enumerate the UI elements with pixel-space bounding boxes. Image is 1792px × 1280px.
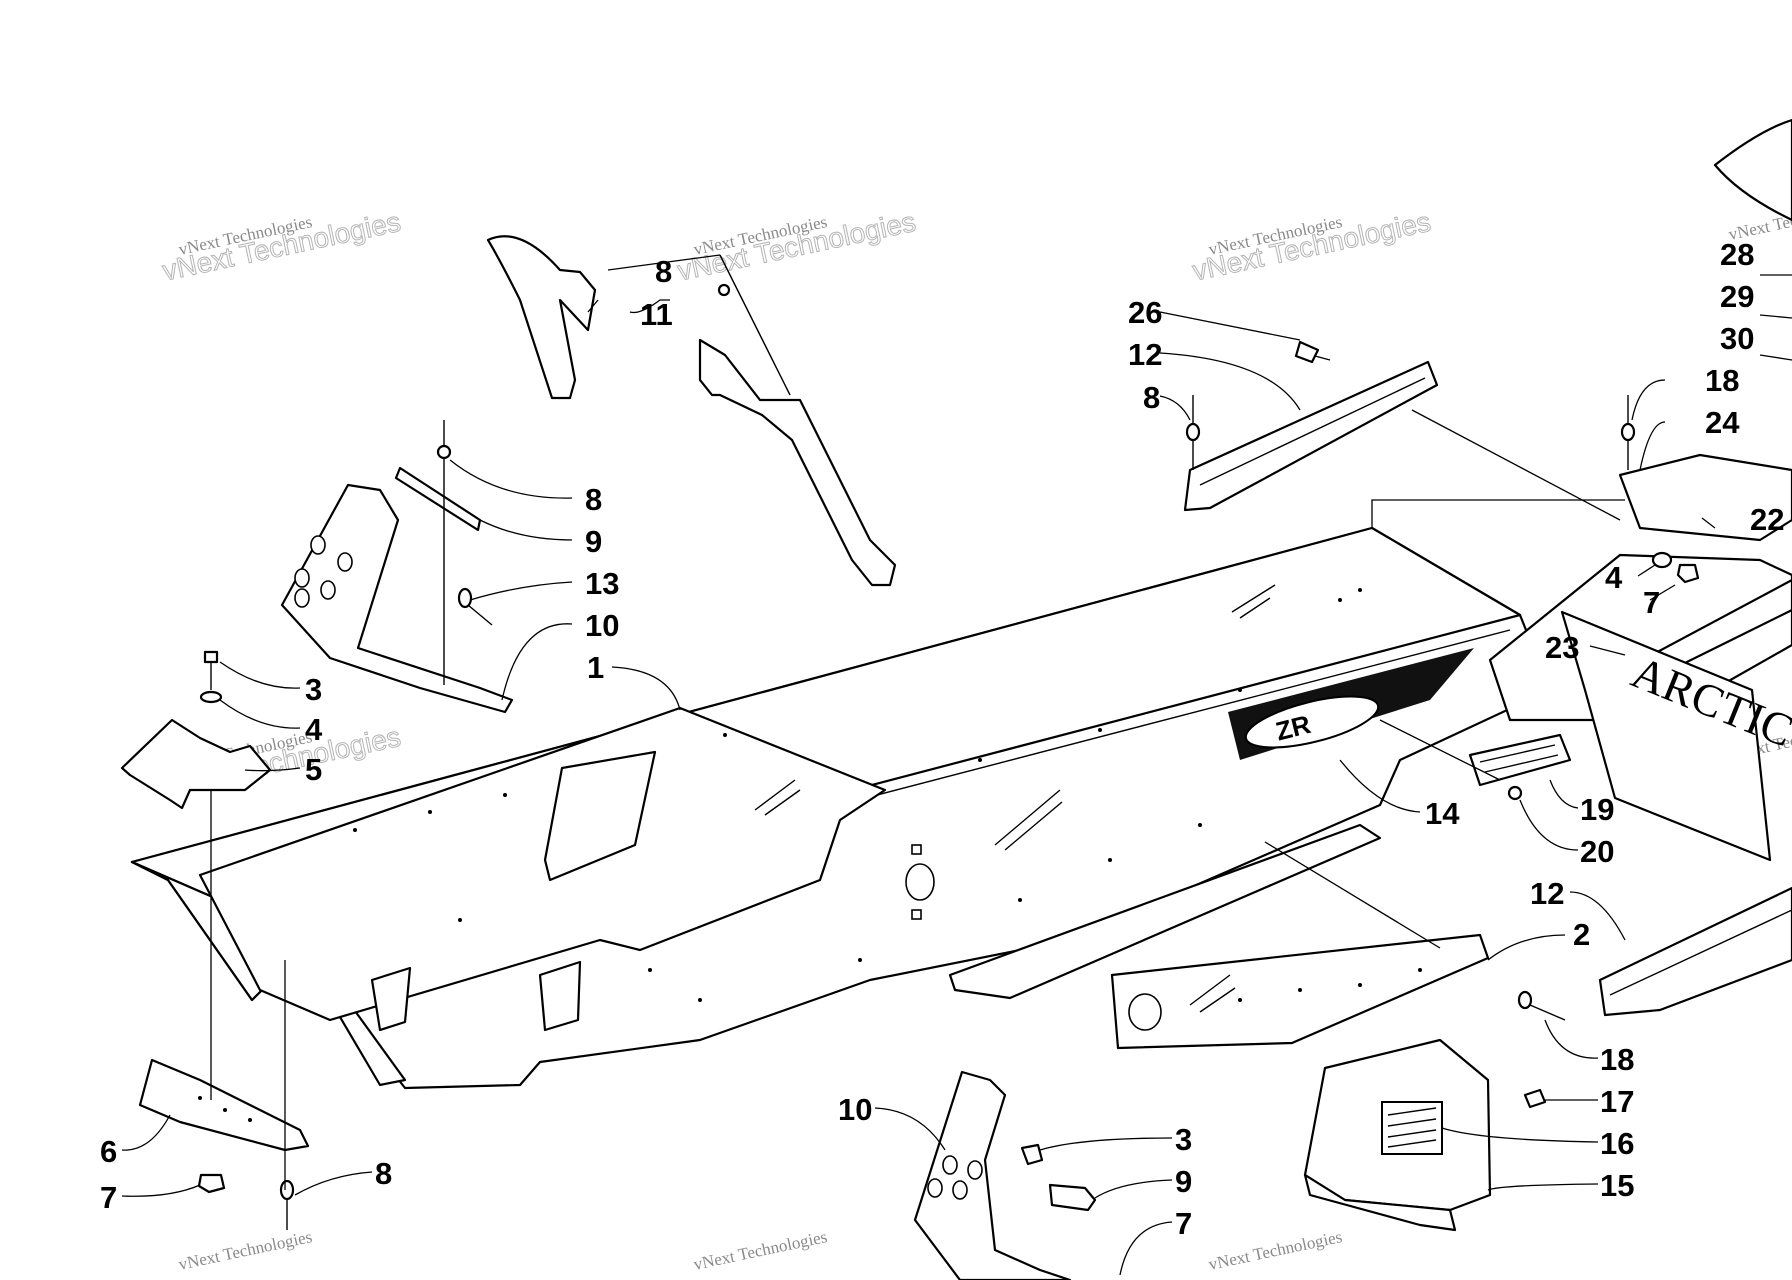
- watermark-top-right: vNext Technologies vNext Technologies: [1189, 205, 1433, 287]
- bumper-bracket-part-5: [120, 718, 272, 810]
- callout-26: 26: [1128, 295, 1162, 330]
- callout-7: 7: [1643, 585, 1660, 620]
- bumper-bracket-part-6: [138, 1058, 310, 1152]
- bolt-part-3-upper: [203, 650, 219, 690]
- callout-24: 24: [1705, 405, 1740, 440]
- callout-labels: 8 11 8 9 13 10 1 3 4 5 6 7 8 26 12 8 28 …: [100, 237, 1784, 1241]
- callout-9: 9: [1175, 1164, 1192, 1199]
- bracket-part-10-upper: [280, 466, 514, 714]
- rivet-part-18-upper: [1620, 395, 1636, 470]
- rivet-part-18-lower: [1517, 990, 1566, 1021]
- tunnel-part-1: [130, 526, 1552, 1090]
- washer-part-4-upper: [199, 690, 223, 704]
- callout-13: 13: [585, 566, 619, 601]
- grab-bar-part-11: [486, 235, 897, 587]
- callout-4: 4: [305, 712, 323, 747]
- decal-part-14: ZR: [1228, 648, 1474, 760]
- rivet-part-8-right: [1185, 395, 1201, 470]
- callout-30: 30: [1720, 321, 1754, 356]
- callout-22: 22: [1750, 502, 1784, 537]
- callout-8: 8: [375, 1156, 392, 1191]
- callout-10: 10: [585, 608, 619, 643]
- callout-6: 6: [100, 1134, 117, 1169]
- callout-3: 3: [305, 672, 322, 707]
- watermark-top-center: vNext Technologies vNext Technologies: [674, 205, 918, 287]
- callout-15: 15: [1600, 1168, 1634, 1203]
- bracket-part-10-lower: [913, 1070, 1097, 1280]
- callout-8: 8: [1143, 380, 1160, 415]
- callout-28: 28: [1720, 237, 1754, 272]
- side-plate-part-2: [1110, 933, 1490, 1050]
- rivet-part-8-upper: [436, 420, 452, 685]
- callout-8: 8: [585, 482, 602, 517]
- callout-7: 7: [100, 1180, 117, 1215]
- callout-18: 18: [1600, 1042, 1634, 1077]
- partial-part-top-right: [1713, 118, 1792, 222]
- svg-text:vNext Technologies: vNext Technologies: [1207, 1227, 1344, 1274]
- callout-12: 12: [1530, 876, 1564, 911]
- callout-18: 18: [1705, 363, 1739, 398]
- callout-9: 9: [585, 524, 602, 559]
- nut-part-7-right: [1676, 563, 1700, 584]
- reflector-part-19: [1468, 733, 1572, 787]
- callout-2: 2: [1573, 917, 1590, 952]
- callout-20: 20: [1580, 834, 1614, 869]
- bolt-part-3-lower: [1020, 1143, 1044, 1166]
- leader-lines: [121, 254, 1792, 1276]
- callout-11: 11: [640, 297, 673, 332]
- washer-part-4-right: [1651, 551, 1673, 569]
- callout-29: 29: [1720, 279, 1754, 314]
- callout-10: 10: [838, 1092, 872, 1127]
- edge-part-12-lower: [1598, 886, 1792, 1017]
- callout-4: 4: [1605, 560, 1623, 595]
- rivet-part-8-left-lower: [279, 1179, 295, 1230]
- callout-23: 23: [1545, 630, 1579, 665]
- callout-3: 3: [1175, 1122, 1192, 1157]
- edge-part-12-upper: [1183, 360, 1439, 512]
- callout-12: 12: [1128, 337, 1162, 372]
- rivet-part-20: [1507, 785, 1523, 801]
- callout-1: 1: [587, 650, 604, 685]
- fasteners: [197, 283, 1700, 1230]
- rear-panel-part-15: [1303, 1038, 1492, 1232]
- callout-14: 14: [1425, 796, 1460, 831]
- callout-16: 16: [1600, 1126, 1634, 1161]
- watermark-bottom-center: vNext Technologies: [692, 1227, 829, 1274]
- rivet-part-13: [457, 587, 493, 626]
- callout-19: 19: [1580, 792, 1614, 827]
- callout-5: 5: [305, 752, 322, 787]
- nut-part-7-left: [197, 1173, 226, 1194]
- watermark-top-left: vNext Technologies vNext Technologies: [159, 205, 403, 287]
- svg-text:vNext Technologies: vNext Technologies: [177, 1227, 314, 1274]
- bolt-part-17: [1523, 1088, 1547, 1109]
- watermark-bottom-left: vNext Technologies: [177, 1227, 314, 1274]
- callout-8: 8: [655, 254, 672, 289]
- bolt-part-26: [1294, 340, 1331, 364]
- rivet-part-8-top: [717, 283, 731, 297]
- callout-7: 7: [1175, 1206, 1192, 1241]
- svg-text:vNext Technologies: vNext Technologies: [692, 1227, 829, 1274]
- callout-17: 17: [1600, 1084, 1634, 1119]
- watermark-bottom-right: vNext Technologies: [1207, 1227, 1344, 1274]
